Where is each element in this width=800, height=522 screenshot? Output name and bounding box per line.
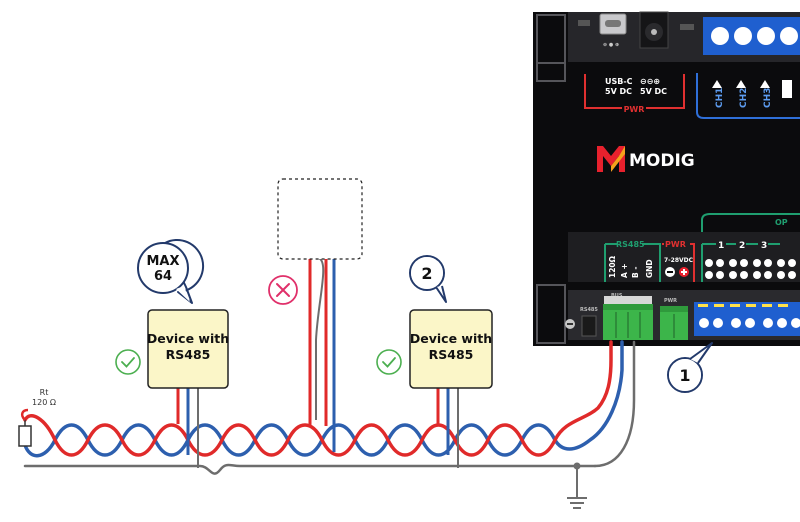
max-label: MAX: [146, 254, 179, 269]
usbc-label: USB-C: [605, 77, 633, 86]
rs485-group-label: RS485: [616, 240, 645, 249]
output-number-1: 1: [718, 241, 724, 251]
brand-logo: MODIG: [597, 146, 695, 172]
device-1-label-line1: Device with: [147, 331, 229, 346]
dc-voltage: 5V DC: [640, 87, 667, 96]
ground-icon: [567, 462, 587, 509]
usb-c-port: [599, 13, 627, 35]
bottom-rs485-label: RS485: [580, 307, 598, 313]
terminator-resistor: Rt 120 Ω: [18, 388, 56, 447]
invalid-device-drop: [308, 257, 336, 452]
power-input-labels: USB-C 5V DC ⊖⊖⊕ 5V DC PWR: [584, 74, 685, 114]
rs485-terminal-labels: RS485 120Ω A + B - GND: [604, 240, 661, 282]
channel-label-3: CH3: [763, 88, 773, 108]
step-2-bubble: 2: [409, 255, 447, 303]
device-2-label-line1: Device with: [410, 331, 492, 346]
pwr-green-terminal: [660, 306, 688, 340]
pin-label-gnd: GND: [645, 259, 654, 278]
device-1-label-line2: RS485: [166, 347, 211, 362]
device-1: Device with RS485: [147, 309, 229, 389]
output-number-2: 2: [739, 241, 745, 251]
device-2: Device with RS485: [409, 309, 493, 389]
output-number-3: 3: [761, 241, 767, 251]
pin-label-120: 120Ω: [608, 255, 617, 278]
step-1-number: 1: [679, 366, 690, 385]
power-terminal-labels: PWR 7-28VDC: [662, 240, 695, 282]
pwr-group-label: PWR: [624, 105, 645, 114]
outputs-partial-label: OP: [775, 218, 788, 227]
dc-jack: [639, 11, 669, 49]
terminator-value: 120 Ω: [32, 398, 56, 407]
pin-label-a: A +: [620, 263, 629, 278]
check-icon: [115, 349, 141, 375]
output-blue-terminal: [694, 302, 800, 336]
channel-label-2: CH2: [739, 88, 749, 108]
brand-name: MODIG: [629, 151, 695, 171]
device-1-drop: [176, 388, 199, 468]
top-terminal-block: [703, 17, 800, 55]
dc-polarity: ⊖⊖⊕: [640, 77, 660, 86]
channel-labels: CH1 CH2 CH3: [696, 73, 800, 119]
invalid-device: [277, 178, 363, 260]
step-2-number: 2: [421, 264, 432, 283]
output-terminal-labels: 1 2 3: [701, 241, 796, 282]
usbc-voltage: 5V DC: [605, 87, 632, 96]
device-2-label-line2: RS485: [429, 347, 474, 362]
max-value: 64: [154, 269, 172, 284]
pwr-input-voltage: 7-28VDC: [664, 257, 694, 264]
pwr-input-group-label: PWR: [665, 240, 686, 249]
svg-text:⊖ ● ⊕: ⊖ ● ⊕: [603, 42, 619, 48]
bottom-pwr-label: PWR: [664, 298, 677, 304]
error-cross-icon: [268, 275, 298, 305]
controller-board: ⊖ ● ⊕ USB-C 5V DC ⊖⊖⊕ 5V DC PWR CH1: [533, 11, 800, 346]
pin-label-b: B -: [631, 267, 640, 278]
terminator-label: Rt: [40, 388, 49, 397]
channel-label-1: CH1: [715, 88, 725, 108]
device-2-drop: [436, 388, 459, 468]
rs485-green-terminal: [603, 304, 653, 340]
check-icon: [376, 349, 402, 375]
step-1-bubble: 1: [667, 342, 713, 393]
max-devices-bubble: MAX 64: [137, 239, 205, 304]
